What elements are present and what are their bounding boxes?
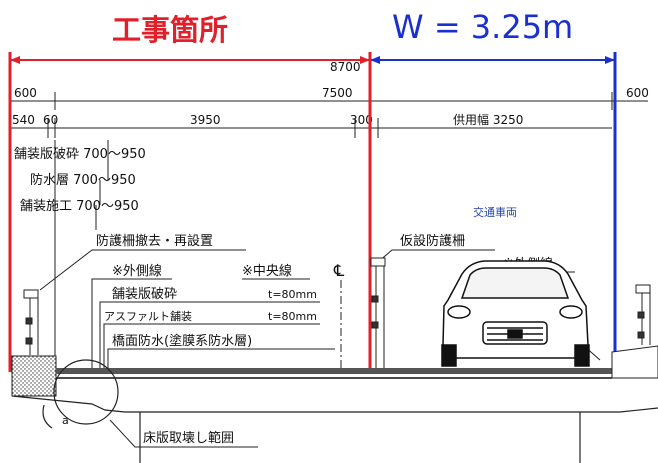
work-area-title: 工事箇所 xyxy=(112,13,228,47)
callout-center-line: ※中央線 xyxy=(242,263,292,279)
dimension-sub-left-a: 540 xyxy=(12,113,35,127)
dimension-sub-center: 300 xyxy=(350,113,373,127)
dimension-sub-mid: 3950 xyxy=(190,113,221,127)
detail-a-circle xyxy=(53,359,119,425)
callout-temp-fence: 仮設防護柵 xyxy=(400,233,465,249)
callout-outer-line-left: ※外側線 xyxy=(112,263,162,279)
car-front-view-icon xyxy=(441,260,590,367)
dimension-total-label: 8700 xyxy=(330,60,361,74)
callout-asphalt-thickness: t=80mm xyxy=(268,310,317,323)
guard-fence-right xyxy=(635,284,651,345)
callout-pavement-break-thickness: t=80mm xyxy=(268,288,317,301)
dimension-row-3 xyxy=(10,118,612,138)
dimension-left-rail: 600 xyxy=(14,86,37,100)
guard-fence-left xyxy=(23,289,39,355)
dimension-sub-left-b: 60 xyxy=(43,113,58,127)
deck-slab-outline xyxy=(11,395,658,413)
callout-guard-fence: 防護柵撤去・再設置 xyxy=(96,233,213,249)
work-item-pavement-break: 舗装版破砕 700～950 xyxy=(14,147,146,162)
detail-a-label: a xyxy=(62,414,69,427)
dimension-deck: 7500 xyxy=(322,86,353,100)
callout-slab-demolition: 床版取壊し範囲 xyxy=(143,431,234,446)
work-item-waterproof: 防水層 700～950 xyxy=(30,172,136,188)
left-curb xyxy=(11,355,57,397)
dimension-right-rail: 600 xyxy=(626,86,649,100)
temporary-guard-fence xyxy=(370,257,386,368)
pavement-layer xyxy=(56,368,612,374)
width-title: W = 3.25m xyxy=(392,8,573,46)
traffic-lane-label: 交通車両 xyxy=(473,205,517,219)
work-range-guides xyxy=(54,140,109,370)
centerline-symbol: ℄ xyxy=(333,261,345,280)
right-curb xyxy=(611,345,658,379)
leader-guard-fence xyxy=(39,249,246,291)
dimension-total: 8700 xyxy=(10,56,615,74)
detail-a-arrow xyxy=(42,404,53,429)
callout-asphalt: アスファルト舗装 xyxy=(104,309,192,323)
callout-waterproof: 橋面防水(塗膜系防水層) xyxy=(112,333,252,349)
bridge-deck xyxy=(11,345,658,463)
callout-pavement-break: 舗装版破砕 xyxy=(112,287,177,302)
dimension-service-width: 供用幅 3250 xyxy=(453,112,523,127)
work-item-paving: 舗装施工 700～950 xyxy=(20,199,139,214)
